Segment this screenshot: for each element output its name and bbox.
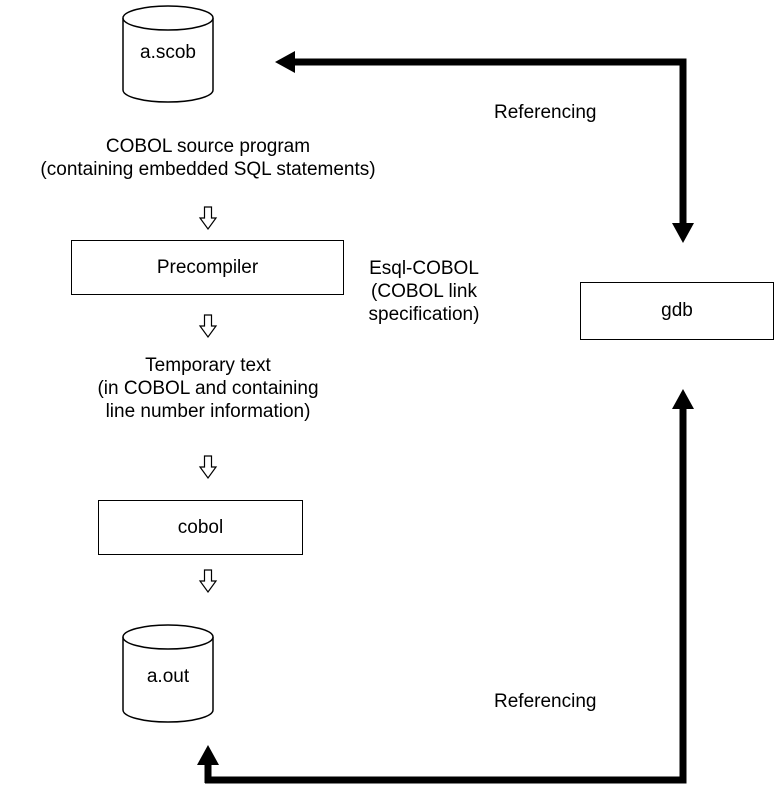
temporary-text-line1: Temporary text	[145, 355, 271, 376]
precompiler-note: Esql-COBOL (COBOL link specification)	[344, 257, 504, 326]
cobol-compiler-box: cobol	[98, 500, 303, 555]
precompiler-note-line3: specification)	[368, 304, 480, 325]
source-description-line1: COBOL source program	[105, 136, 311, 157]
gdb-label: gdb	[661, 300, 693, 321]
referencing-label-bottom: Referencing	[494, 691, 597, 712]
output-file-label: a.out	[146, 666, 190, 687]
source-file-label: a.scob	[140, 42, 196, 63]
flow-arrow-4	[198, 569, 218, 594]
referencing-connector-top	[275, 51, 694, 243]
temporary-text-line2: (in COBOL and containing	[97, 378, 319, 399]
temporary-text-description: Temporary text (in COBOL and containing …	[40, 354, 376, 423]
flow-arrow-3	[198, 455, 218, 480]
referencing-label-top: Referencing	[494, 102, 597, 123]
precompiler-note-line2: (COBOL link	[371, 281, 477, 302]
source-description-line2: (containing embedded SQL statements)	[40, 159, 376, 180]
cobol-compiler-label: cobol	[177, 516, 224, 538]
precompiler-box: Precompiler	[71, 240, 344, 295]
gdb-box: gdb	[580, 282, 774, 340]
output-file-cylinder	[122, 624, 214, 723]
precompiler-note-line1: Esql-COBOL	[369, 258, 479, 279]
source-file-cylinder	[122, 5, 214, 103]
flow-arrow-1	[198, 206, 218, 231]
temporary-text-line3: line number information)	[105, 401, 311, 422]
flow-arrow-2	[198, 314, 218, 339]
precompiler-label: Precompiler	[156, 256, 259, 278]
source-description: COBOL source program (containing embedde…	[0, 135, 416, 181]
referencing-connector-bottom	[197, 389, 694, 784]
